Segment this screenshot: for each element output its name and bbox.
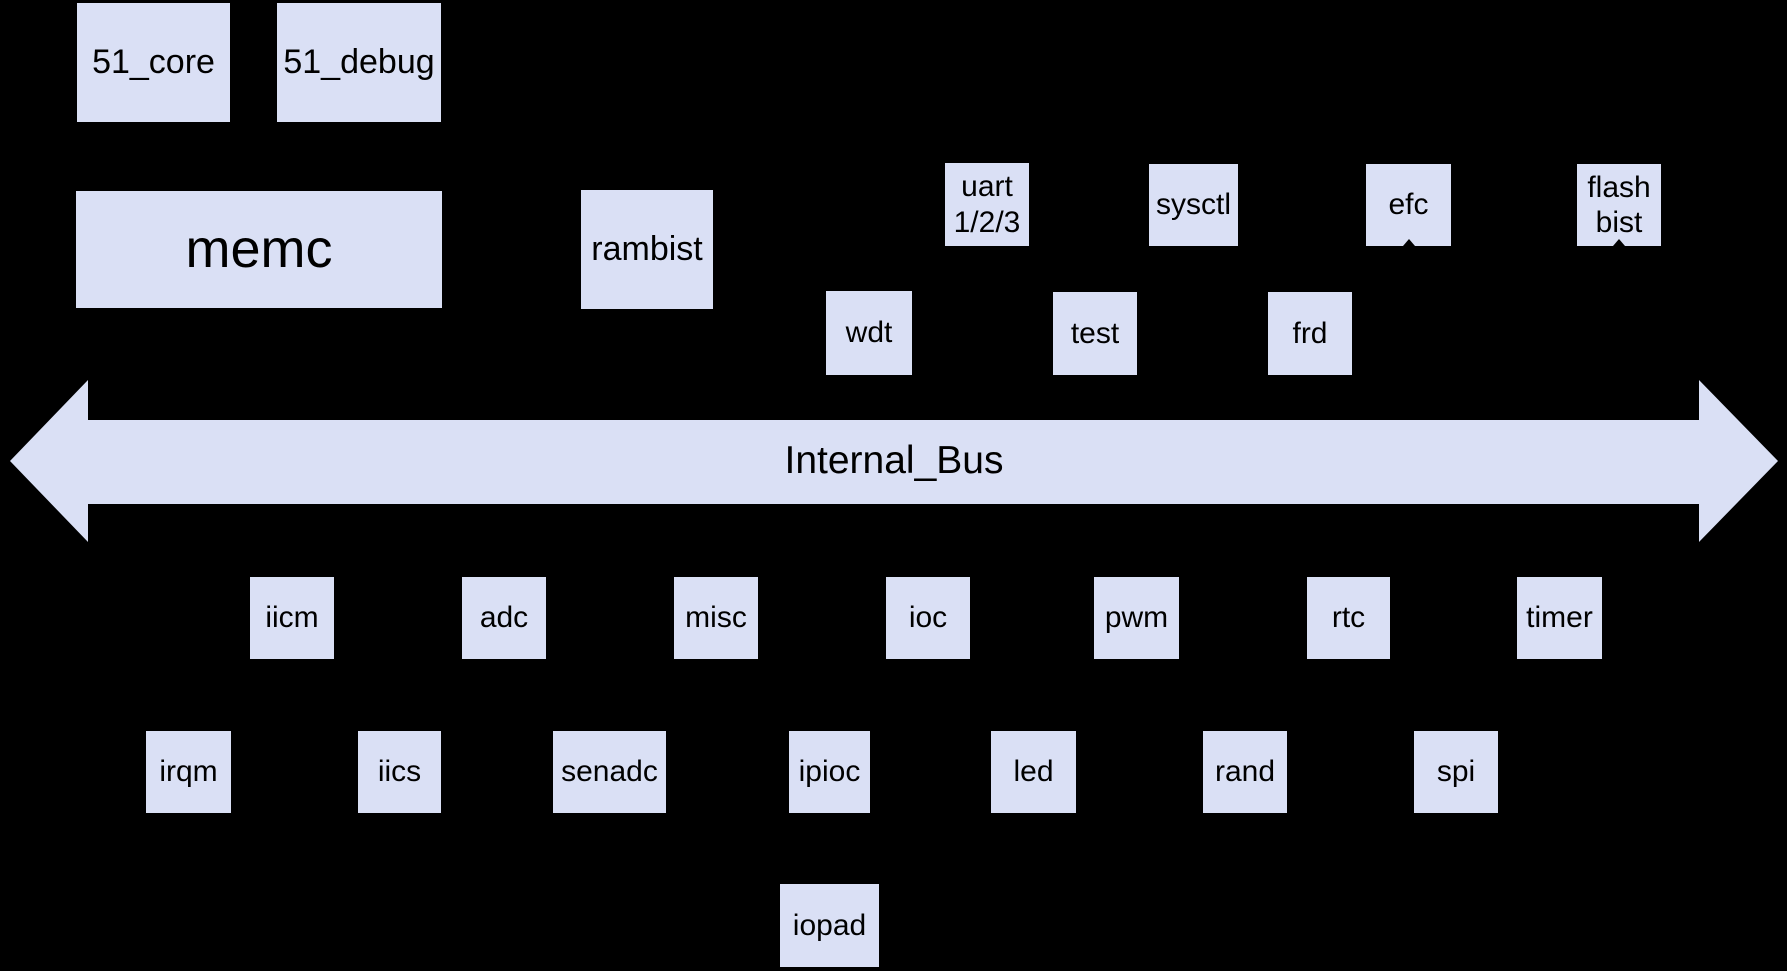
- block-uart123: uart 1/2/3: [945, 163, 1029, 246]
- block-pwm: pwm: [1094, 577, 1179, 659]
- block-label-pwm: pwm: [1104, 601, 1169, 635]
- block-label-timer: timer: [1526, 601, 1593, 635]
- block-label-led: led: [1013, 755, 1054, 789]
- block-label-memc: memc: [185, 218, 333, 279]
- block-sysctl: sysctl: [1149, 164, 1238, 246]
- connector-arrowhead-icon: [1613, 239, 1625, 246]
- block-label-iics: iics: [377, 755, 422, 789]
- block-test: test: [1053, 292, 1137, 375]
- block-frd: frd: [1268, 292, 1352, 375]
- block-label-51-core: 51_core: [92, 42, 215, 81]
- bus-arrow-polygon: [10, 380, 1778, 542]
- block-label-frd: frd: [1292, 316, 1328, 350]
- block-label-iopad: iopad: [792, 908, 867, 942]
- block-label-rambist: rambist: [591, 229, 703, 268]
- block-label-rtc: rtc: [1331, 601, 1366, 635]
- block-iics: iics: [358, 731, 441, 813]
- block-rambist: rambist: [581, 190, 713, 309]
- block-label-flash-bist: flash bist: [1587, 170, 1651, 239]
- block-label-51-debug: 51_debug: [283, 42, 435, 81]
- block-ioc: ioc: [886, 577, 970, 659]
- block-rtc: rtc: [1307, 577, 1390, 659]
- block-51-debug: 51_debug: [277, 3, 441, 122]
- block-efc: efc: [1366, 164, 1451, 246]
- block-label-test: test: [1070, 316, 1120, 350]
- block-label-uart123: uart 1/2/3: [953, 170, 1021, 239]
- block-ipioc: ipioc: [789, 731, 870, 813]
- bus-arrow-shape: [10, 380, 1778, 542]
- internal-bus-label: Internal_Bus: [784, 439, 1004, 482]
- block-label-wdt: wdt: [845, 316, 893, 350]
- block-label-senadc: senadc: [561, 755, 658, 789]
- block-label-iicm: iicm: [265, 601, 319, 635]
- block-label-spi: spi: [1436, 755, 1476, 789]
- block-label-ipioc: ipioc: [798, 755, 861, 789]
- block-label-adc: adc: [479, 601, 529, 635]
- block-label-rand: rand: [1214, 755, 1276, 789]
- block-senadc: senadc: [553, 731, 666, 813]
- block-adc: adc: [462, 577, 546, 659]
- block-label-irqm: irqm: [159, 755, 218, 789]
- block-wdt: wdt: [826, 291, 912, 375]
- block-label-sysctl: sysctl: [1156, 188, 1231, 222]
- connector-arrowhead-icon: [1402, 239, 1415, 246]
- internal-bus: Internal_Bus: [8, 378, 1780, 544]
- block-label-efc: efc: [1388, 188, 1429, 222]
- block-flash-bist: flash bist: [1577, 164, 1661, 246]
- block-rand: rand: [1203, 731, 1287, 813]
- block-spi: spi: [1414, 731, 1498, 813]
- block-label-ioc: ioc: [908, 601, 948, 635]
- block-iicm: iicm: [250, 577, 334, 659]
- block-led: led: [991, 731, 1076, 813]
- block-timer: timer: [1517, 577, 1602, 659]
- block-misc: misc: [674, 577, 758, 659]
- block-irqm: irqm: [146, 731, 231, 813]
- block-iopad: iopad: [780, 884, 879, 967]
- block-memc: memc: [76, 191, 442, 308]
- block-51-core: 51_core: [77, 3, 230, 122]
- block-label-misc: misc: [685, 601, 747, 635]
